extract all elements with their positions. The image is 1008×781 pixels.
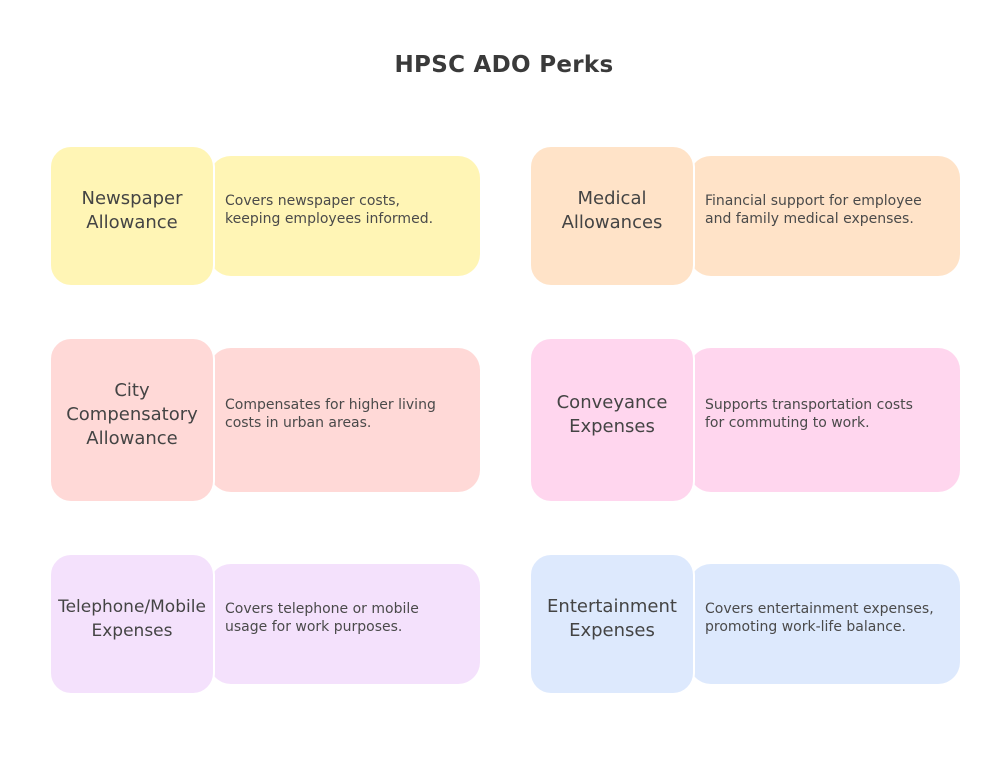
perk-description: Covers entertainment expenses, promoting…: [705, 601, 934, 635]
perk-card-telephone-mobile-expenses: Covers telephone or mobile usage for wor…: [49, 553, 480, 695]
perk-description-box: Covers telephone or mobile usage for wor…: [209, 564, 480, 684]
perk-label: Newspaper Allowance: [81, 188, 183, 233]
perk-description-box: Financial support for employee and famil…: [689, 156, 960, 276]
perk-label: City Compensatory Allowance: [66, 380, 198, 449]
perk-description-box: Supports transportation costs for commut…: [689, 348, 960, 492]
perk-label: Entertainment Expenses: [547, 596, 677, 641]
perk-description: Covers newspaper costs, keeping employee…: [225, 193, 434, 227]
perk-card-city-compensatory-allowance: Compensates for higher living costs in u…: [49, 337, 480, 503]
perk-label: Conveyance Expenses: [556, 392, 668, 437]
perk-label-box: Telephone/Mobile Expenses: [49, 553, 215, 695]
perk-label-box: Newspaper Allowance: [49, 145, 215, 287]
perk-label-box: Medical Allowances: [529, 145, 695, 287]
perk-card-conveyance-expenses: Supports transportation costs for commut…: [529, 337, 960, 503]
perk-description: Financial support for employee and famil…: [705, 193, 922, 227]
perk-label-box: Conveyance Expenses: [529, 337, 695, 503]
perk-card-newspaper-allowance: Covers newspaper costs, keeping employee…: [49, 145, 480, 287]
perk-description-box: Covers entertainment expenses, promoting…: [689, 564, 960, 684]
perk-card-entertainment-expenses: Covers entertainment expenses, promoting…: [529, 553, 960, 695]
perk-label: Medical Allowances: [561, 188, 663, 233]
perk-card-medical-allowances: Financial support for employee and famil…: [529, 145, 960, 287]
perk-description-box: Compensates for higher living costs in u…: [209, 348, 480, 492]
perk-description: Covers telephone or mobile usage for wor…: [225, 601, 419, 635]
perk-label: Telephone/Mobile Expenses: [58, 597, 206, 641]
perk-label-box: City Compensatory Allowance: [49, 337, 215, 503]
perk-description-box: Covers newspaper costs, keeping employee…: [209, 156, 480, 276]
perk-description: Compensates for higher living costs in u…: [225, 397, 436, 431]
perk-label-box: Entertainment Expenses: [529, 553, 695, 695]
perk-description: Supports transportation costs for commut…: [705, 397, 913, 431]
diagram-title: HPSC ADO Perks: [394, 52, 614, 78]
